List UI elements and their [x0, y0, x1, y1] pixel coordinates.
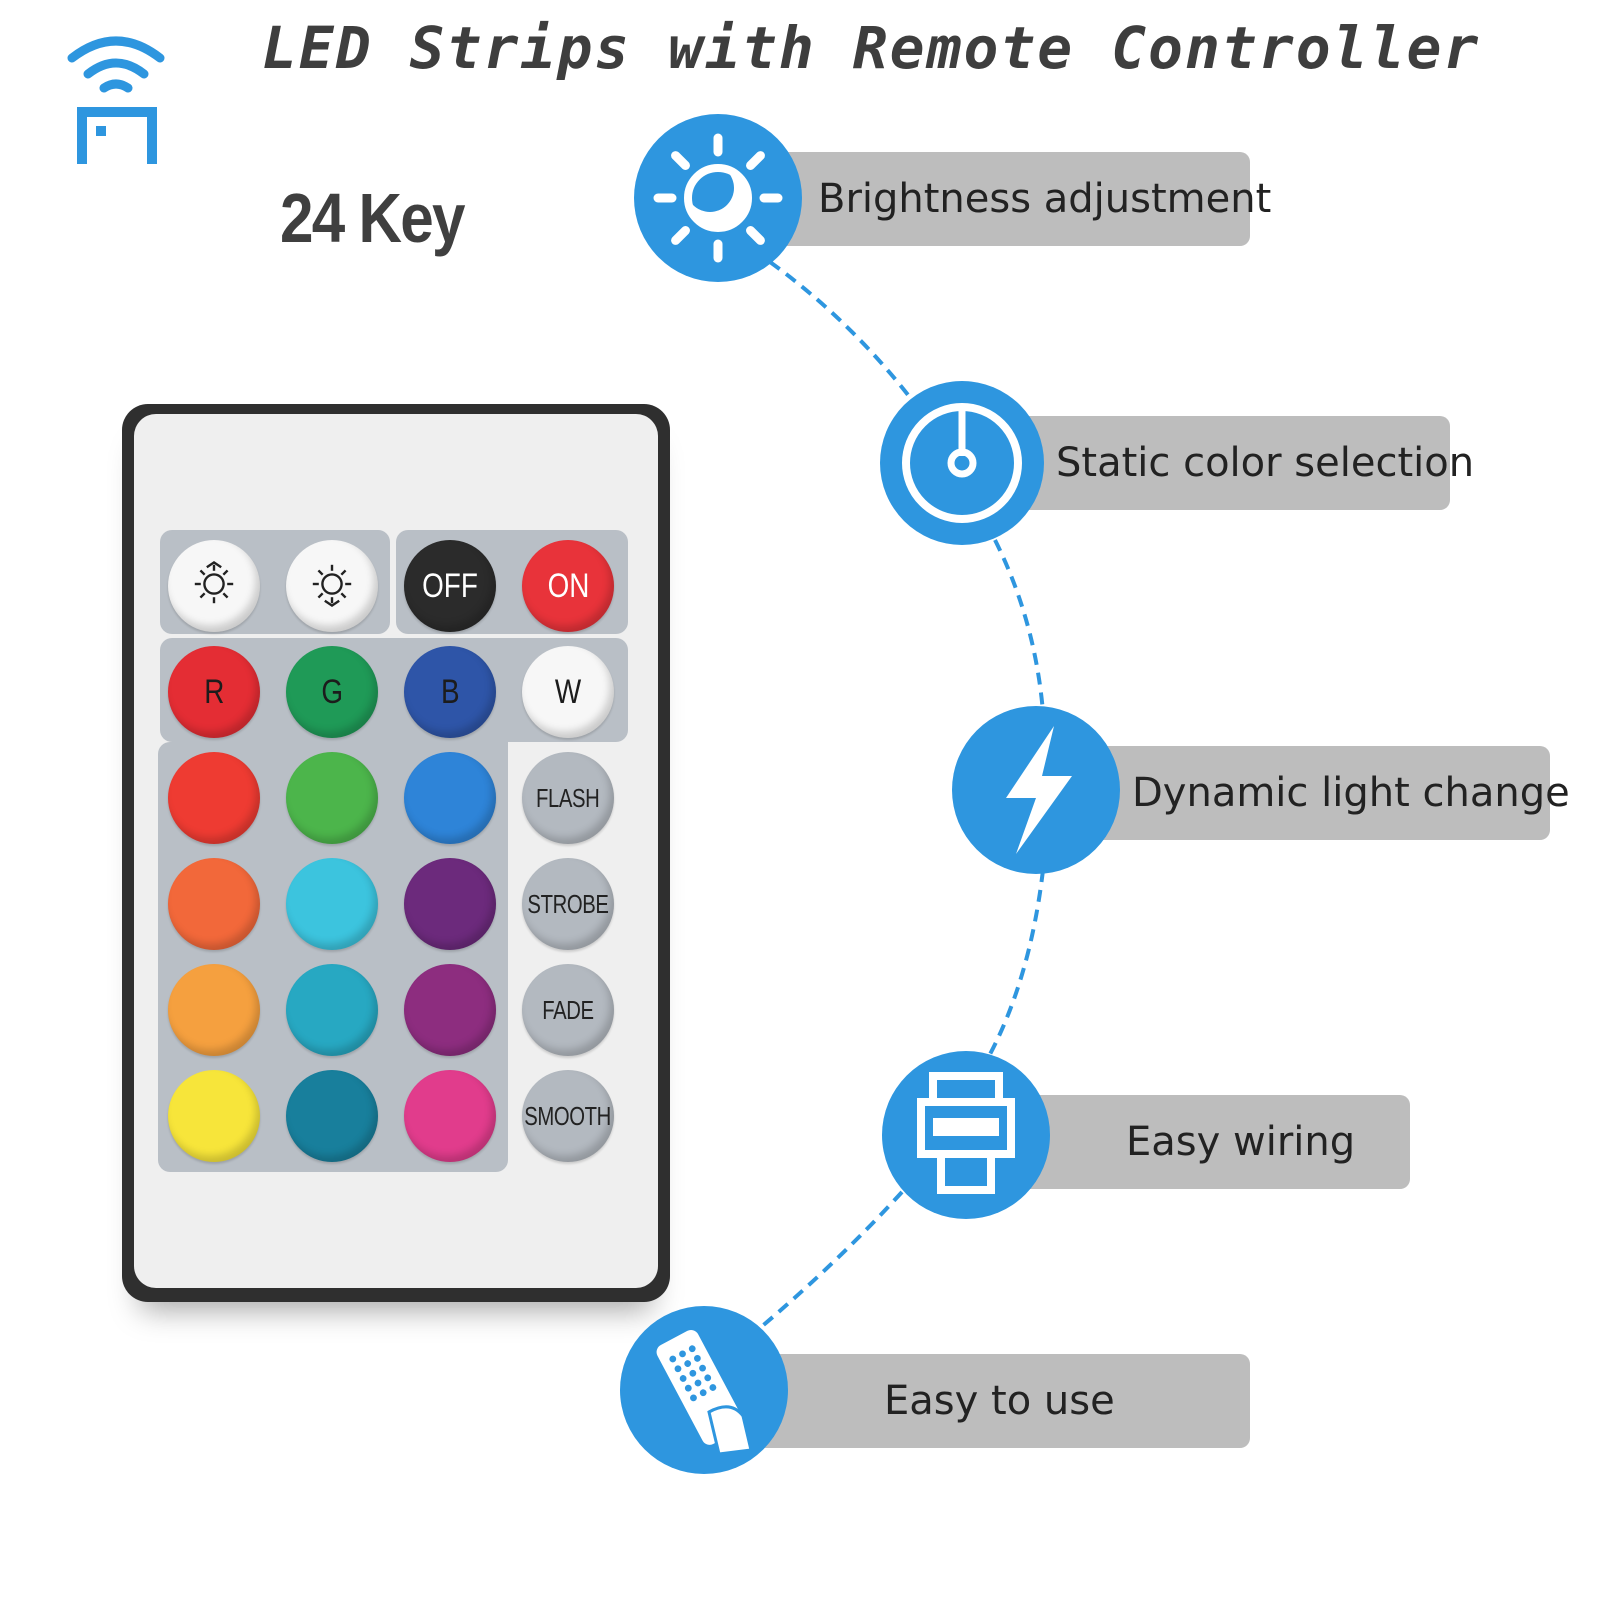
button-label: OFF: [422, 566, 478, 605]
power-icon: [897, 398, 1027, 528]
remote-controller: OFF ON R G B W FLASH STROBE FADE SMOOTH: [122, 404, 670, 1302]
color-swatch-button[interactable]: [168, 752, 260, 844]
mode-label: STROBE: [527, 888, 609, 919]
on-button[interactable]: ON: [522, 540, 614, 632]
color-swatch-button[interactable]: [404, 1070, 496, 1162]
color-button-g[interactable]: G: [286, 646, 378, 738]
color-swatch-button[interactable]: [404, 858, 496, 950]
lightning-icon: [976, 720, 1096, 860]
remote-face: OFF ON R G B W FLASH STROBE FADE SMOOTH: [134, 414, 658, 1288]
feature-icon-circle: [880, 381, 1044, 545]
color-swatch-button[interactable]: [168, 964, 260, 1056]
feature-label: Static color selection: [1056, 440, 1475, 486]
feature-bar: Brightness adjustment: [718, 152, 1271, 246]
remote-hand-icon: [639, 1320, 769, 1460]
feature-bar: Easy to use: [704, 1354, 1250, 1448]
brightness-up-icon: [190, 560, 238, 613]
color-swatch-button[interactable]: [404, 752, 496, 844]
mode-label: FADE: [542, 994, 594, 1025]
brightness-sun-icon: [648, 128, 788, 268]
color-swatch-button[interactable]: [286, 858, 378, 950]
button-label: B: [440, 672, 460, 711]
connector-icon: [911, 1070, 1021, 1200]
color-swatch-button[interactable]: [286, 752, 378, 844]
color-swatch-button[interactable]: [286, 1070, 378, 1162]
button-label: G: [321, 672, 343, 711]
color-button-r[interactable]: R: [168, 646, 260, 738]
flash-button[interactable]: FLASH: [522, 752, 614, 844]
feature-bar: Static color selection: [962, 416, 1474, 510]
brightness-up-button[interactable]: [168, 540, 260, 632]
color-button-b[interactable]: B: [404, 646, 496, 738]
mode-label: FLASH: [536, 782, 600, 813]
color-swatch-button[interactable]: [168, 1070, 260, 1162]
feature-label: Easy to use: [884, 1378, 1115, 1424]
color-swatch-button[interactable]: [286, 964, 378, 1056]
page-title: LED Strips with Remote Controller: [262, 14, 1481, 82]
feature-label: Dynamic light change: [1132, 770, 1570, 816]
mode-label: SMOOTH: [524, 1100, 612, 1131]
button-label: ON: [547, 566, 589, 605]
color-swatch-button[interactable]: [168, 858, 260, 950]
button-label: R: [203, 672, 225, 711]
brightness-down-icon: [308, 560, 356, 613]
strobe-button[interactable]: STROBE: [522, 858, 614, 950]
fade-button[interactable]: FADE: [522, 964, 614, 1056]
feature-icon-circle: [634, 114, 802, 282]
color-swatch-button[interactable]: [404, 964, 496, 1056]
feature-icon-circle: [620, 1306, 788, 1474]
mode-panel: [510, 742, 628, 744]
smooth-button[interactable]: SMOOTH: [522, 1070, 614, 1162]
feature-icon-circle: [882, 1051, 1050, 1219]
key-count-label: 24 Key: [280, 179, 466, 257]
button-label: W: [554, 672, 582, 711]
color-button-w[interactable]: W: [522, 646, 614, 738]
feature-bar: Dynamic light change: [1036, 746, 1570, 840]
brightness-down-button[interactable]: [286, 540, 378, 632]
feature-label: Easy wiring: [1126, 1119, 1356, 1165]
feature-icon-circle: [952, 706, 1120, 874]
off-button[interactable]: OFF: [404, 540, 496, 632]
feature-label: Brightness adjustment: [818, 176, 1272, 222]
wireless-signal-icon: [67, 36, 165, 164]
